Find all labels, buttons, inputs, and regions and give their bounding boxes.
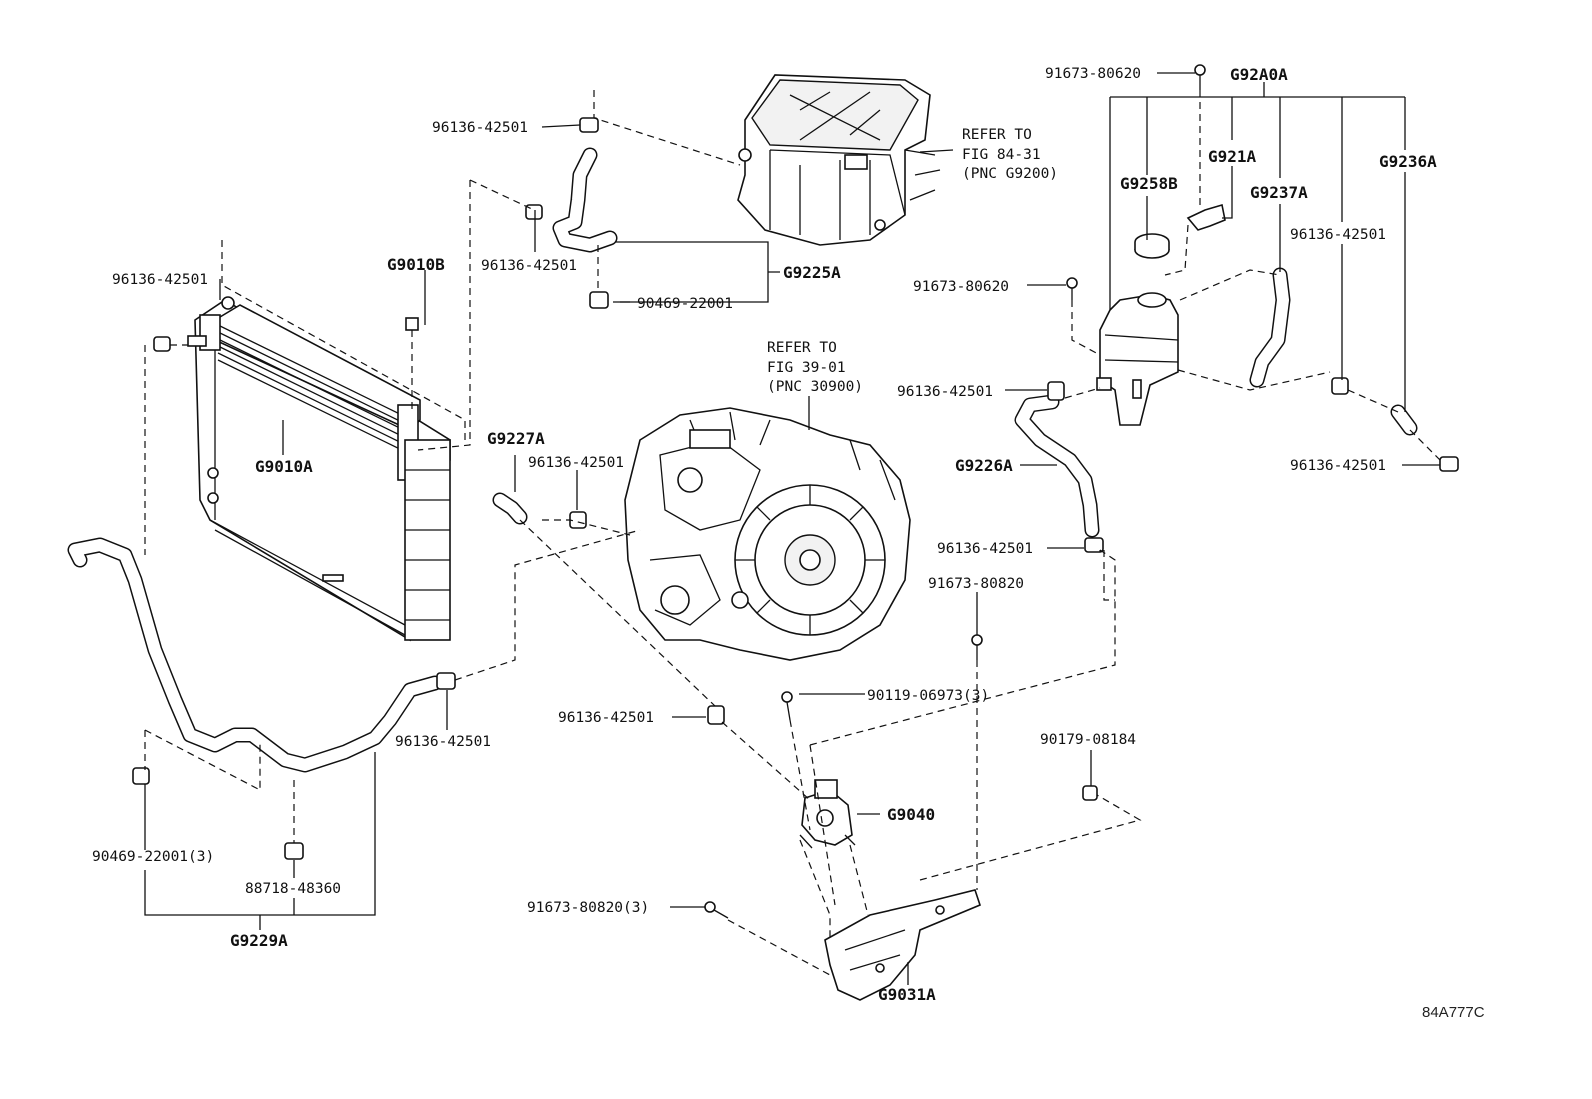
label-96136-42501-tank: 96136-42501 xyxy=(897,384,993,400)
label-91673-80620-top: 91673-80620 xyxy=(1045,66,1141,82)
label-g9010b: G9010B xyxy=(387,255,445,274)
label-90469-22001-3: 90469-22001(3) xyxy=(92,849,214,865)
cap-icon xyxy=(1134,233,1170,259)
label-g9237a: G9237A xyxy=(1250,183,1308,202)
reference-lines xyxy=(144,90,1441,976)
label-96136-42501-lower: 96136-42501 xyxy=(395,734,491,750)
water-pump-icon xyxy=(799,779,856,849)
label-g9226a: G9226A xyxy=(955,456,1013,475)
label-96136-42501-g9227: 96136-42501 xyxy=(528,455,624,471)
label-g9258b: G9258B xyxy=(1120,174,1178,193)
label-g92a0a: G92A0A xyxy=(1230,65,1288,84)
label-g9040: G9040 xyxy=(887,805,935,824)
label-refer-inverter-1: REFER TO xyxy=(962,127,1032,143)
label-g9225a: G9225A xyxy=(783,263,841,282)
label-96136-42501-g9226: 96136-42501 xyxy=(937,541,1033,557)
label-refer-transaxle-3: (PNC 30900) xyxy=(767,379,863,395)
leader-lines xyxy=(144,72,1440,985)
inverter-icon xyxy=(737,74,941,246)
label-refer-inverter-2: FIG 84-31 xyxy=(962,147,1041,163)
label-91673-80820: 91673-80820 xyxy=(928,576,1024,592)
figure-code: 84A777C xyxy=(1422,1004,1485,1021)
label-91673-80820-3: 91673-80820(3) xyxy=(527,900,649,916)
reserve-tank-icon xyxy=(1096,292,1179,426)
part-labels: G92A0A 91673-80620 G921A G9236A G9258B G… xyxy=(92,65,1485,1021)
label-g9031a: G9031A xyxy=(878,985,936,1004)
label-refer-transaxle-2: FIG 39-01 xyxy=(767,360,846,376)
label-91673-80620-mid: 91673-80620 xyxy=(913,279,1009,295)
label-96136-42501-top: 96136-42501 xyxy=(432,120,528,136)
label-90119-06973: 90119-06973(3) xyxy=(867,688,989,704)
label-96136-42501-r2: 96136-42501 xyxy=(1290,458,1386,474)
label-96136-42501-hose: 96136-42501 xyxy=(481,258,577,274)
label-90469-22001: 90469-22001 xyxy=(637,296,733,312)
label-90179-08184: 90179-08184 xyxy=(1040,732,1136,748)
label-g9010a: G9010A xyxy=(255,457,313,476)
bracket-icon xyxy=(1186,203,1226,231)
label-96136-42501-rad: 96136-42501 xyxy=(112,272,208,288)
label-96136-42501-pump: 96136-42501 xyxy=(558,710,654,726)
label-g9227a: G9227A xyxy=(487,429,545,448)
label-g9236a: G9236A xyxy=(1379,152,1437,171)
label-g9229a: G9229A xyxy=(230,931,288,950)
label-refer-transaxle-1: REFER TO xyxy=(767,340,837,356)
label-96136-42501-r1: 96136-42501 xyxy=(1290,227,1386,243)
bracket-g9031a-icon xyxy=(824,889,981,1001)
label-g921a: G921A xyxy=(1208,147,1257,166)
label-refer-inverter-3: (PNC G9200) xyxy=(962,166,1058,182)
label-88718-48360: 88718-48360 xyxy=(245,881,341,897)
hose-clamp-icon xyxy=(132,117,1459,860)
transaxle-icon xyxy=(624,407,911,661)
radiator-icon xyxy=(187,296,451,642)
